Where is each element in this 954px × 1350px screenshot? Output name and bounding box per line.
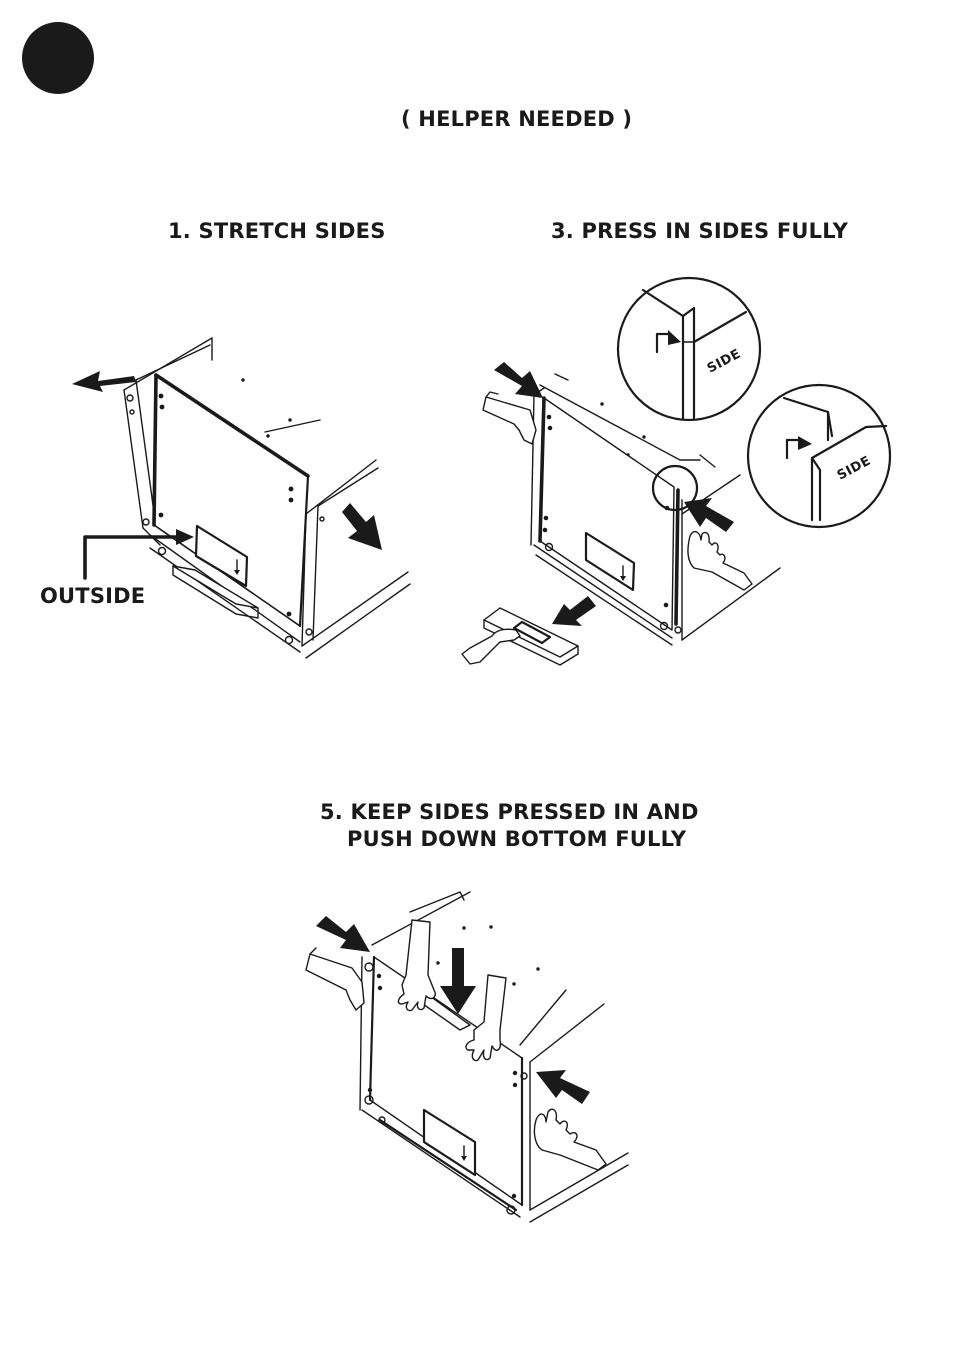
arrow-icon [342,503,382,550]
hand-icon [534,1109,606,1170]
step3-back-panel [531,388,678,630]
arrow-icon [536,1070,590,1104]
step1-illustration [72,338,410,658]
step5-illustration [306,892,628,1222]
arrow-icon [684,498,734,532]
step1-back-panel [154,375,308,626]
step3-illustration: SIDE SIDE [462,278,890,665]
arrow-icon [316,916,370,952]
step3-detail-bottom: SIDE [748,385,890,527]
step1-right-side-panel [302,460,410,658]
step3-detail-top: SIDE [618,278,760,420]
arrow-icon [440,948,476,1014]
hand-icon [688,532,752,590]
hand-icon [398,920,435,1011]
hand-icon [483,392,536,444]
arrow-icon [552,596,596,626]
arrow-icon [494,362,543,398]
hand-icon [306,948,364,1010]
